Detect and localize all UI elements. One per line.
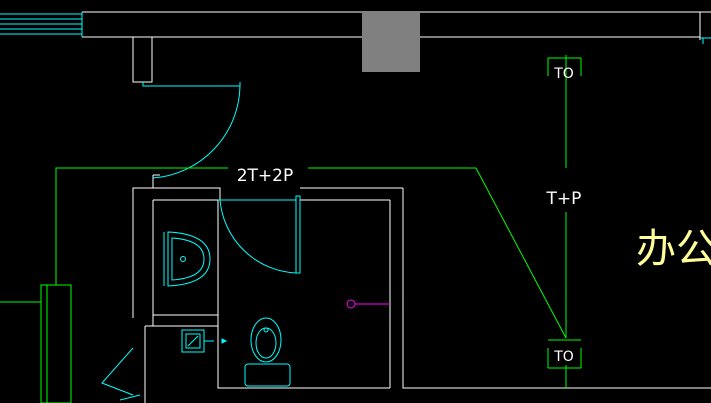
window-right-edge	[700, 37, 711, 44]
floor-drain-icon	[181, 329, 214, 353]
socket-icon	[346, 299, 390, 309]
toilet-icon	[244, 317, 291, 387]
structural-column	[362, 12, 420, 72]
wire-label-branch: T+P	[546, 189, 582, 209]
outlet-label-top: TO	[553, 66, 574, 82]
washbasin-icon	[163, 231, 211, 287]
room-name-label: 办公室	[636, 226, 711, 272]
wiring	[0, 55, 582, 403]
fixtures	[101, 82, 301, 401]
wire-label-main: 2T+2P	[237, 166, 294, 186]
window-hatch	[0, 12, 83, 37]
outlet-label-bottom: TO	[553, 349, 574, 365]
